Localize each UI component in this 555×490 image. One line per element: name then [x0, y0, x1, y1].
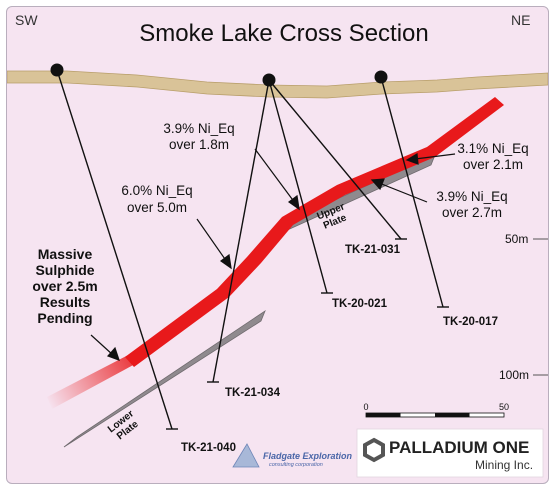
palladium-name: PALLADIUM ONE [389, 438, 529, 457]
intercept-3-interval: over 2.1m [463, 157, 523, 172]
drill-holes [56, 69, 449, 430]
hole-label-tk-20-017: TK-20-017 [443, 316, 498, 328]
arrow-intercept-2 [196, 218, 228, 263]
scale-end-label: 50 [499, 402, 509, 412]
intercept-2: 6.0% Ni_Eq over 5.0m [121, 183, 192, 215]
pending-line-3: over 2.5m [32, 278, 97, 294]
mineralized-zone-fade [47, 353, 137, 409]
drill-trace-tk-21-040 [56, 69, 173, 430]
arrowhead-intercept-2 [219, 253, 232, 270]
arrowhead-intercept-3 [405, 152, 419, 165]
hole-label-tk-21-040: TK-21-040 [181, 442, 236, 454]
diagram-frame: Smoke Lake Cross Section SW NE [6, 6, 549, 484]
drill-trace-tk-20-017 [380, 76, 444, 308]
leader-arrows [90, 148, 456, 361]
depth-label-50m: 50m [505, 232, 528, 246]
collar-center [262, 73, 276, 87]
scale-segment-2 [435, 413, 470, 417]
depth-label-100m: 100m [499, 368, 529, 382]
palladium-logo: PALLADIUM ONE Mining Inc. [356, 428, 544, 478]
pending-line-2: Sulphide [35, 262, 94, 278]
fladgate-mark-icon [232, 443, 260, 468]
drill-collars [50, 63, 388, 87]
intercept-2-grade: 6.0% Ni_Eq [121, 183, 192, 198]
arrowhead-pending [106, 346, 120, 361]
ground-surface [7, 70, 548, 99]
intercept-4-interval: over 2.7m [442, 205, 502, 220]
drill-trace-tk-21-031 [268, 79, 402, 240]
palladium-subtitle: Mining Inc. [475, 458, 533, 472]
depth-marker-50m: 50m [505, 232, 548, 246]
diagram-title: Smoke Lake Cross Section [139, 20, 428, 47]
pending-note: Massive Sulphide over 2.5m Results Pendi… [32, 246, 97, 326]
hexagon-icon [363, 437, 385, 463]
sw-label: SW [15, 12, 38, 28]
hole-label-tk-20-021: TK-20-021 [332, 298, 388, 310]
intercept-1-interval: over 1.8m [169, 137, 229, 152]
scale-segment-1 [366, 413, 401, 417]
lower-plate [63, 309, 266, 448]
arrow-intercept-1 [254, 148, 296, 204]
arrowhead-intercept-1 [287, 194, 300, 211]
collar-ne [374, 70, 388, 84]
fladgate-name: Fladgate Exploration [263, 451, 353, 461]
hole-label-tk-21-031: TK-21-031 [345, 244, 401, 256]
scale-bar: 0 50 [363, 402, 509, 418]
intercept-4: 3.9% Ni_Eq over 2.7m [436, 189, 507, 220]
arrowhead-intercept-4 [370, 178, 385, 191]
intercept-1: 3.9% Ni_Eq over 1.8m [163, 121, 234, 152]
ne-label: NE [511, 12, 530, 28]
pending-line-1: Massive [38, 246, 93, 262]
intercept-3: 3.1% Ni_Eq over 2.1m [457, 141, 528, 172]
intercept-2-interval: over 5.0m [127, 200, 187, 215]
mineralized-zone [125, 97, 504, 367]
cross-section-diagram: Smoke Lake Cross Section SW NE [7, 12, 548, 478]
arrow-intercept-4 [378, 182, 428, 203]
palladium-logo-box [356, 428, 544, 478]
depth-marker-100m: 100m [499, 368, 548, 382]
intercept-1-grade: 3.9% Ni_Eq [163, 121, 234, 136]
pending-line-4: Results [40, 294, 91, 310]
arrow-pending [90, 334, 114, 356]
drill-trace-tk-20-021 [268, 79, 328, 294]
fladgate-logo: Fladgate Exploration consulting corporat… [232, 443, 353, 468]
fladgate-subtitle: consulting corporation [269, 462, 323, 468]
arrow-intercept-3 [414, 153, 456, 160]
hole-label-tk-21-034: TK-21-034 [225, 387, 281, 399]
intercept-4-grade: 3.9% Ni_Eq [436, 189, 507, 204]
pending-line-5: Pending [37, 310, 92, 326]
drill-trace-tk-21-034 [212, 79, 270, 383]
collar-sw [50, 63, 64, 77]
intercept-3-grade: 3.1% Ni_Eq [457, 141, 528, 156]
scale-start-label: 0 [363, 402, 368, 412]
